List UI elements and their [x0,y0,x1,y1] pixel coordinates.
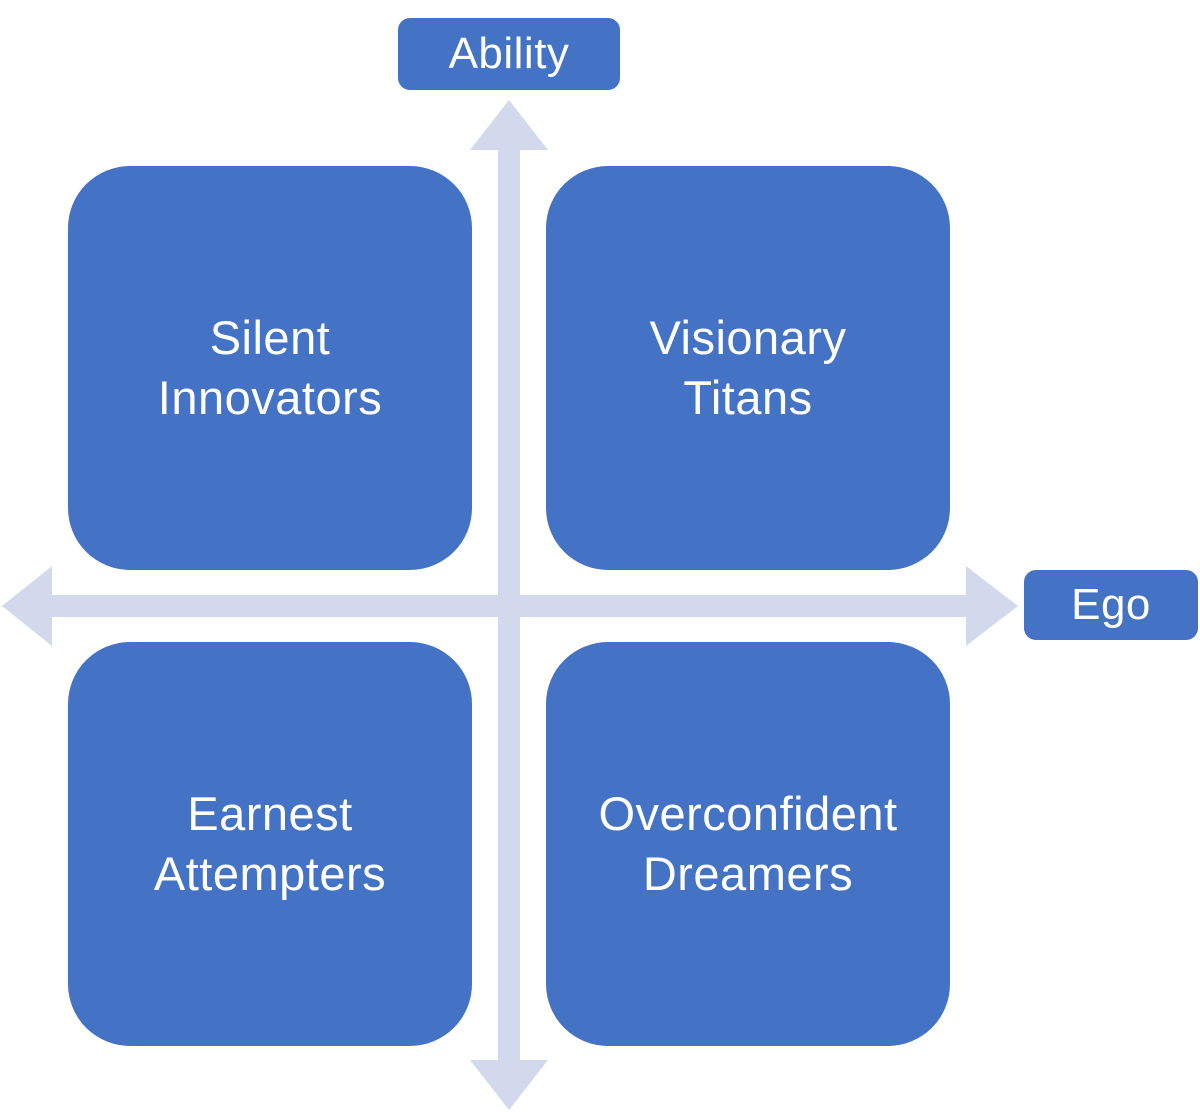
quadrant-top-right-line1: Visionary [649,311,847,364]
quadrant-bottom-left-line2: Attempters [153,847,387,900]
quadrant-top-left-line1: Silent [209,311,331,364]
ego-axis-label-text: Ego [1071,580,1151,629]
ability-axis-label-text: Ability [448,29,570,78]
ego-axis-label: Ego [1024,570,1198,640]
quadrant-earnest-attempters: Earnest Attempters [68,642,472,1046]
horizontal-axis-arrow [2,566,1018,646]
quadrant-bottom-right-line2: Dreamers [642,847,854,900]
ability-axis-label: Ability [398,18,620,90]
quadrant-silent-innovators: Silent Innovators [68,166,472,570]
quadrant-top-right-line2: Titans [683,371,813,424]
quadrant-visionary-titans: Visionary Titans [546,166,950,570]
quadrant-bottom-right-line1: Overconfident [598,787,898,840]
quadrant-overconfident-dreamers: Overconfident Dreamers [546,642,950,1046]
quadrant-top-left-line2: Innovators [157,371,383,424]
quadrant-bottom-left-line1: Earnest [187,787,353,840]
